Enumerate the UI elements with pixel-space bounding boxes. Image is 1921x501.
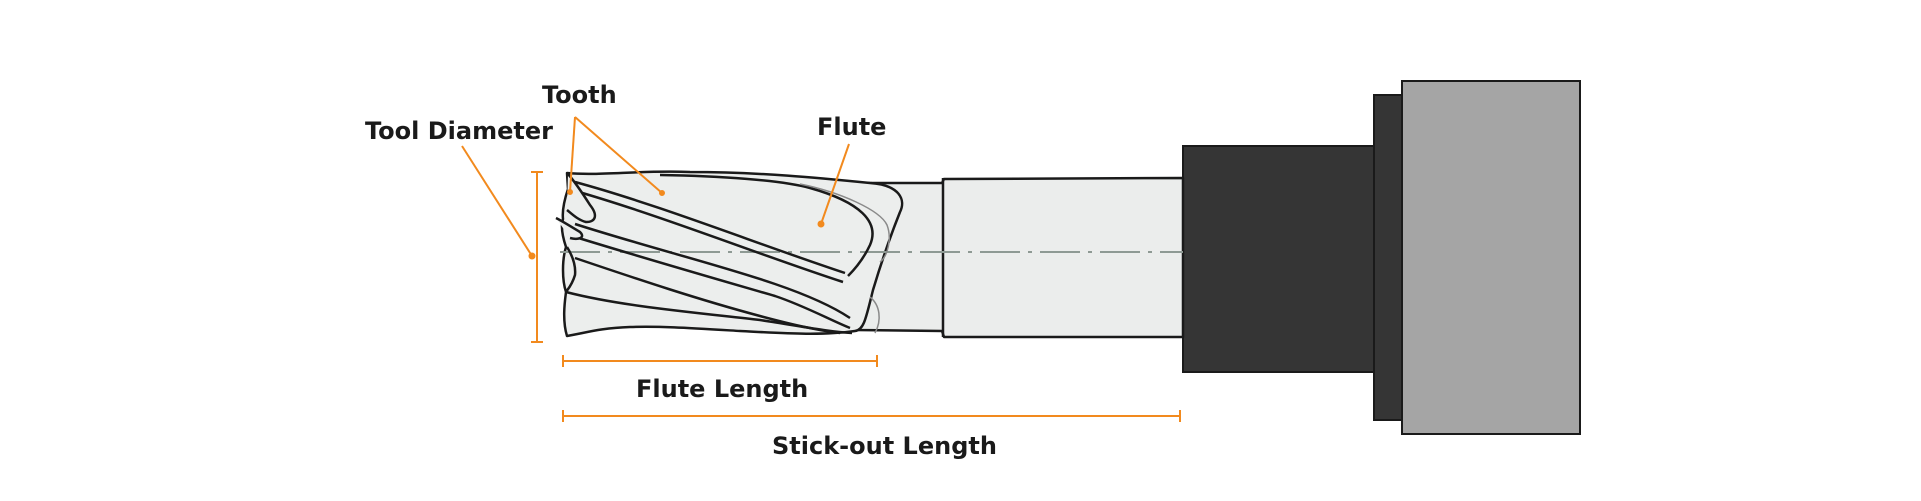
cutting-body — [555, 170, 1183, 338]
tooth-leader-2 — [574, 116, 663, 194]
tooth-point-2 — [659, 190, 665, 196]
tooth-point-1 — [567, 189, 573, 195]
flute-label: Flute — [817, 113, 886, 141]
lower-flute-edge — [565, 290, 853, 335]
flute-leader — [820, 143, 850, 225]
holder-collar — [1182, 145, 1379, 373]
tool-holder — [1182, 80, 1581, 435]
callouts — [461, 116, 1181, 422]
helix-edge-4 — [571, 234, 851, 330]
tool-diameter-label: Tool Diameter — [365, 117, 553, 145]
tool-shank — [853, 176, 1185, 339]
cutter-outline — [560, 170, 904, 338]
holder-flange — [1373, 94, 1405, 421]
holder-body — [1401, 80, 1581, 435]
diameter-point — [528, 252, 536, 260]
flute-pocket-inner — [799, 183, 890, 263]
helix-edge-3 — [574, 222, 851, 320]
shank-neck — [853, 176, 1185, 339]
tooth-middle — [555, 216, 584, 240]
flute-pocket-upper — [659, 173, 874, 277]
flute-pocket-lower — [869, 296, 880, 334]
helix-edge-1 — [574, 180, 846, 275]
stick-out-length-label: Stick-out Length — [772, 432, 997, 460]
tooth-lower — [564, 246, 577, 293]
helix-edge-2 — [571, 188, 844, 284]
tooth-label: Tooth — [542, 81, 617, 109]
diameter-leader — [461, 145, 533, 257]
flute-point — [817, 220, 825, 228]
flute-length-label: Flute Length — [636, 375, 808, 403]
tooth-leader-1 — [569, 116, 576, 193]
tooth-upper — [566, 173, 597, 224]
